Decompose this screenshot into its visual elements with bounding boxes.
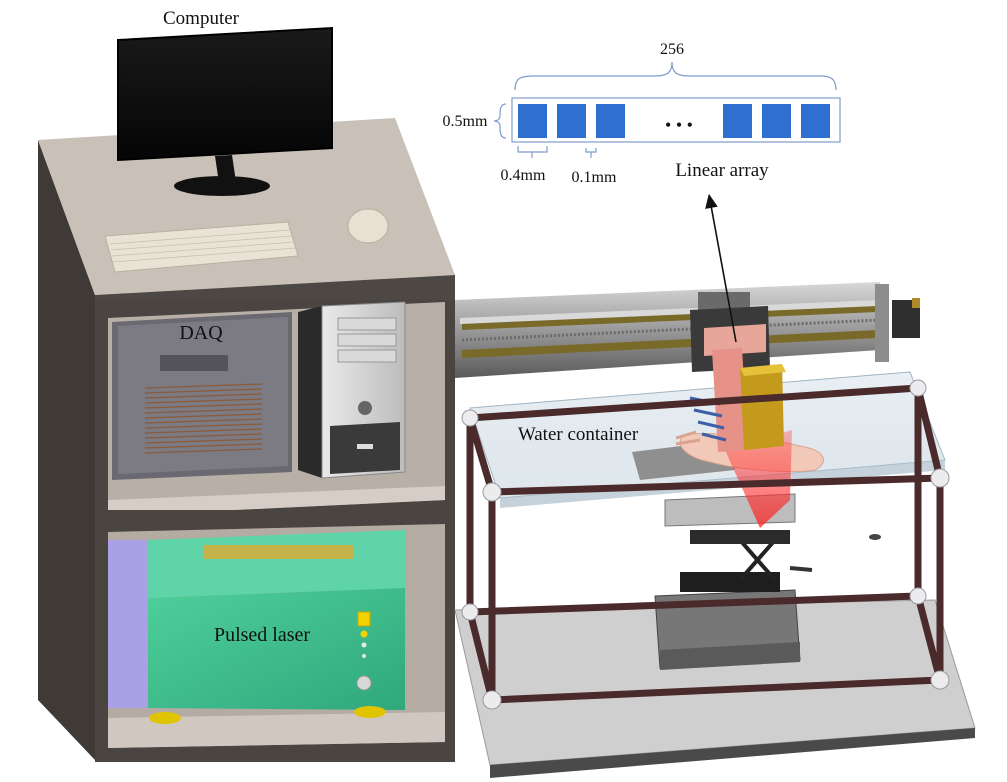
- array-inset: [493, 61, 841, 158]
- support-frame: [461, 379, 950, 710]
- array-element: [557, 104, 586, 138]
- scissor-lift: [654, 493, 813, 670]
- water-container-label: Water container: [518, 424, 639, 445]
- element-count-label: 256: [660, 41, 684, 58]
- computer-label: Computer: [163, 8, 240, 29]
- array-element: [596, 104, 625, 138]
- gap-brace: [585, 148, 597, 158]
- keyboard: [104, 221, 299, 273]
- array-element: [518, 104, 547, 138]
- element-gap-label: 0.1mm: [572, 169, 617, 186]
- daq-label: DAQ: [179, 322, 223, 344]
- array-element: [723, 104, 752, 138]
- pc-tower: [298, 301, 406, 479]
- linear-rail: [455, 282, 920, 378]
- count-brace: [514, 61, 837, 91]
- array-element: [762, 104, 791, 138]
- pointer-arrow: [705, 193, 737, 343]
- element-width-label: 0.4mm: [501, 167, 546, 184]
- array-ellipsis: • • •: [665, 115, 693, 135]
- array-element: [801, 104, 830, 138]
- monitor: [117, 26, 333, 196]
- height-brace: [493, 103, 507, 139]
- element-height-label: 0.5mm: [443, 113, 488, 130]
- daq-unit: [112, 312, 292, 480]
- pulsed-laser: [108, 530, 405, 724]
- mouse: [347, 208, 389, 244]
- computer: [104, 26, 389, 273]
- pulsed-laser-label: Pulsed laser: [214, 624, 310, 646]
- laser-beam: [725, 430, 792, 528]
- width-brace: [517, 146, 548, 158]
- linear-array-label: Linear array: [675, 160, 769, 181]
